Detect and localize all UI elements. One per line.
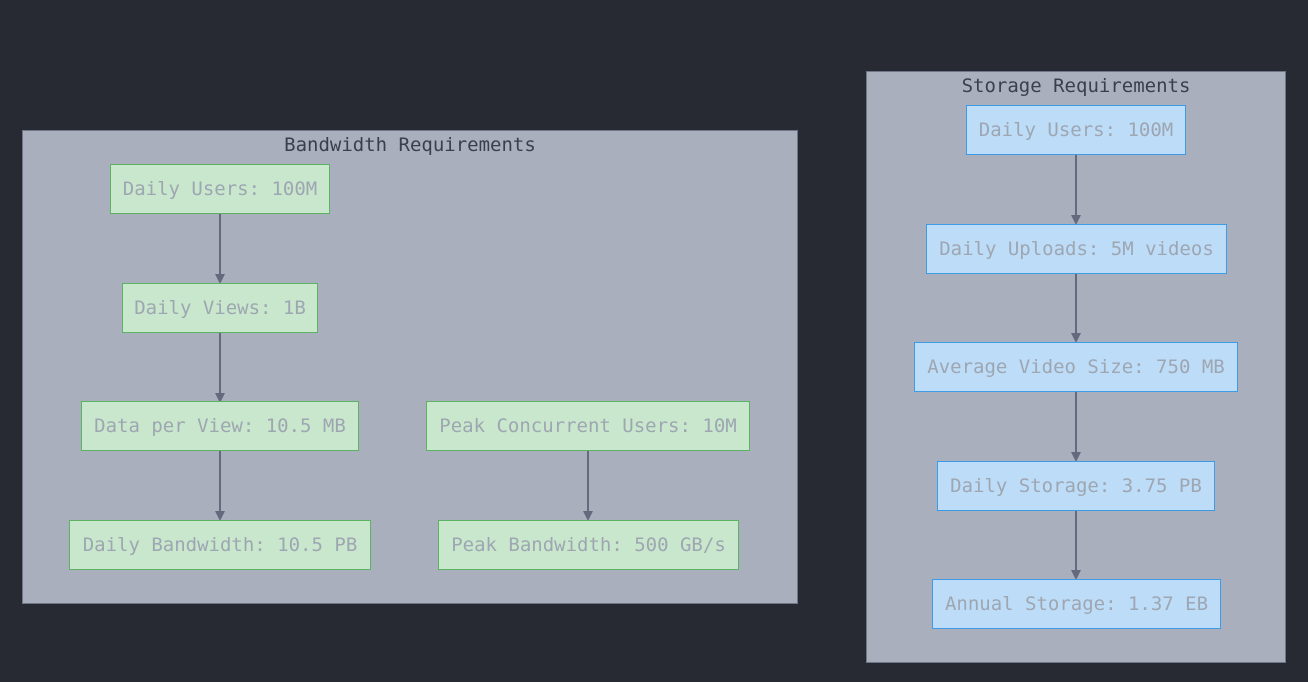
node-daily-views: Daily Views: 1B xyxy=(122,283,318,333)
node-daily-uploads: Daily Uploads: 5M videos xyxy=(926,224,1227,274)
storage-cluster-title: Storage Requirements xyxy=(961,75,1191,97)
node-peak-concurrent-users: Peak Concurrent Users: 10M xyxy=(426,401,750,451)
node-daily-users-storage: Daily Users: 100M xyxy=(966,105,1186,155)
node-daily-storage: Daily Storage: 3.75 PB xyxy=(937,461,1215,511)
node-average-video-size: Average Video Size: 750 MB xyxy=(914,342,1238,392)
node-data-per-view: Data per View: 10.5 MB xyxy=(81,401,359,451)
node-peak-bandwidth: Peak Bandwidth: 500 GB/s xyxy=(438,520,739,570)
node-daily-bandwidth: Daily Bandwidth: 10.5 PB xyxy=(69,520,371,570)
node-annual-storage: Annual Storage: 1.37 EB xyxy=(932,579,1221,629)
bandwidth-cluster-title: Bandwidth Requirements xyxy=(284,134,536,156)
node-daily-users-bandwidth: Daily Users: 100M xyxy=(110,164,330,214)
